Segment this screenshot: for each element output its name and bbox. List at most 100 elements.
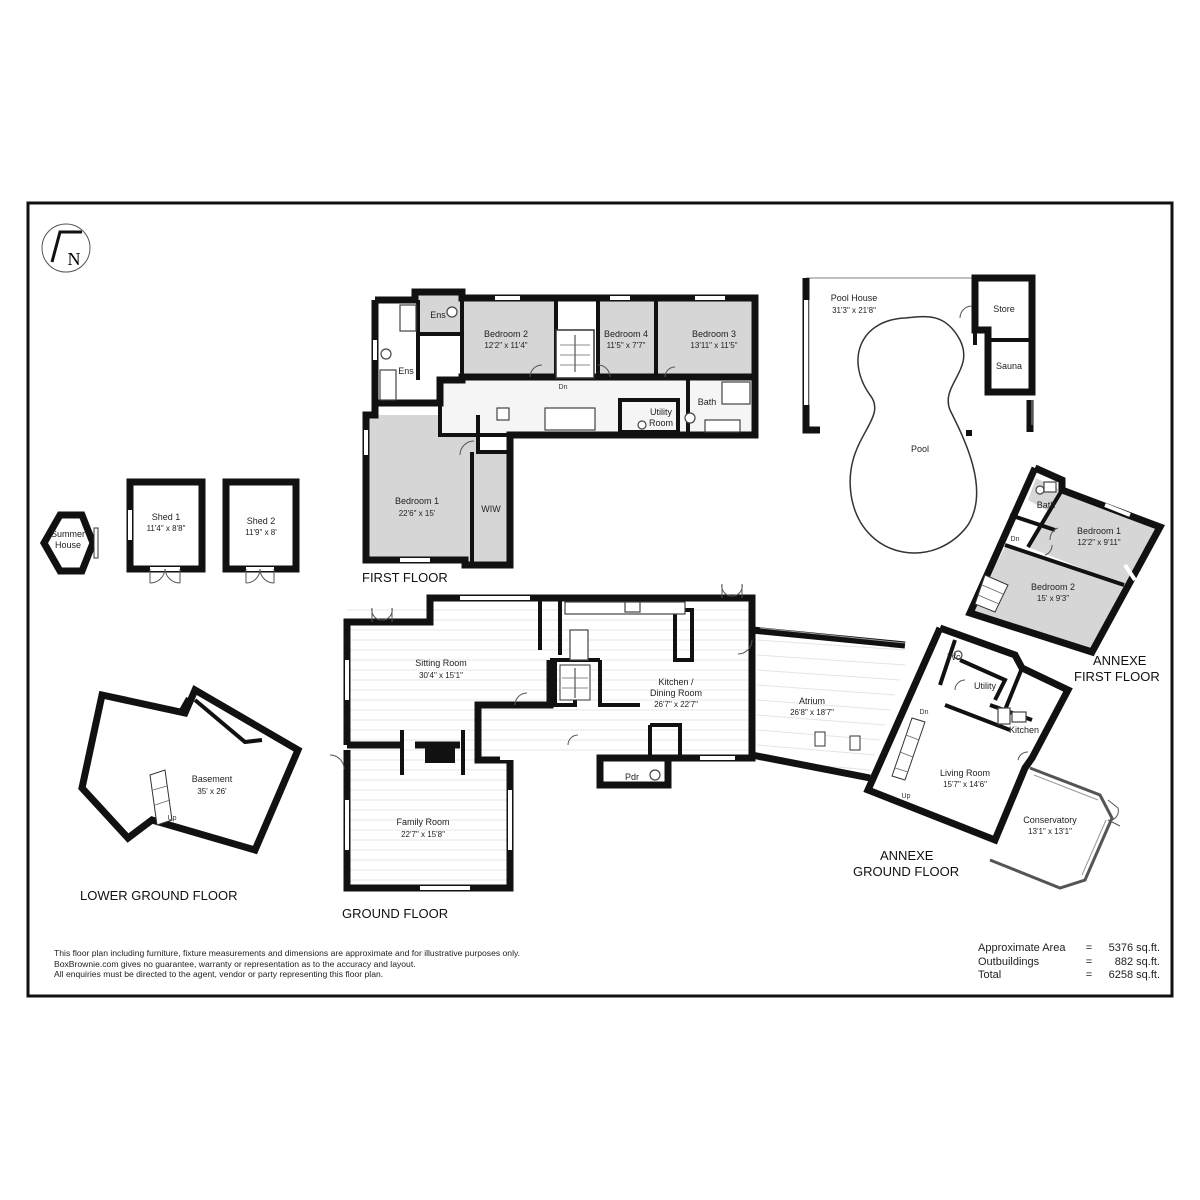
annexe-bedroom1-dim: 12'2" x 9'11" xyxy=(1077,538,1120,547)
bath-name: Bath xyxy=(698,397,717,407)
annexe-ground-up: Up xyxy=(902,793,911,800)
bedroom2-floor xyxy=(463,296,556,374)
bedroom4-name: Bedroom 4 xyxy=(604,329,648,339)
ground-floor-stairs xyxy=(559,664,591,701)
annexe-ground-label-2: GROUND FLOOR xyxy=(853,864,959,879)
living-room-name: Living Room xyxy=(940,768,990,778)
area-value: 882 sq.ft. xyxy=(1114,955,1160,968)
annexe-ground-dn: Dn xyxy=(920,709,929,716)
annexe-bedroom2-name: Bedroom 2 xyxy=(1031,582,1075,592)
ground-floor-plan xyxy=(329,583,906,892)
area-summary: Approximate Area = 5376 sq.ft. Outbuildi… xyxy=(978,942,1160,983)
shed2-name: Shed 2 xyxy=(247,516,276,526)
utility-room-name-1: Utility xyxy=(650,407,672,417)
bedroom1-floor xyxy=(368,415,478,563)
living-room-dim: 15'7" x 14'6" xyxy=(943,780,987,789)
area-eq: = xyxy=(1085,969,1093,981)
first-floor-label: FIRST FLOOR xyxy=(362,570,448,585)
annexe-ground-floor-plan xyxy=(863,624,1121,890)
annexe-first-floor-plan xyxy=(965,464,1165,657)
kitchen-dining-name-2: Dining Room xyxy=(650,688,702,698)
disclaimer: This floor plan including furniture, fix… xyxy=(54,948,614,980)
conservatory-dim: 13'1" x 13'1" xyxy=(1028,827,1072,836)
basement-name: Basement xyxy=(192,774,233,784)
first-floor-plan xyxy=(362,288,759,569)
annexe-first-label-1: ANNEXE xyxy=(1093,653,1147,668)
basement-up: Up xyxy=(168,815,177,822)
annexe-bedroom2-dim: 15' x 9'3" xyxy=(1037,594,1069,603)
pool-name: Pool xyxy=(911,444,929,454)
shed1-name: Shed 1 xyxy=(152,512,181,522)
bedroom3-floor xyxy=(656,296,753,378)
pool-house-plan xyxy=(802,274,1036,554)
bedroom2-name: Bedroom 2 xyxy=(484,329,528,339)
sitting-room-name: Sitting Room xyxy=(415,658,467,668)
ens-b-name: Ens xyxy=(398,366,414,376)
annexe-utility-name: Utility xyxy=(974,681,996,691)
bedroom4-dim: 11'5" x 7'7" xyxy=(607,341,646,350)
annexe-bedroom1-name: Bedroom 1 xyxy=(1077,526,1121,536)
bedroom4-floor xyxy=(598,296,656,374)
ens-a-name: Ens xyxy=(430,310,446,320)
family-room-dim: 22'7" x 15'8" xyxy=(401,830,445,839)
bedroom3-dim: 13'11" x 11'5" xyxy=(690,341,737,350)
shed1-plan xyxy=(126,478,206,584)
wc-name: Wc xyxy=(948,652,961,662)
family-room-name: Family Room xyxy=(396,817,449,827)
summer-house-name-1: Summer xyxy=(51,529,85,539)
shed2-plan xyxy=(222,478,300,584)
first-floor-stairs xyxy=(555,329,595,379)
area-label: Approximate Area xyxy=(978,942,1066,954)
wiw-floor xyxy=(472,452,512,563)
lower-ground-floor-label: LOWER GROUND FLOOR xyxy=(80,888,237,903)
area-value: 6258 sq.ft. xyxy=(1108,969,1160,981)
summer-house-plan xyxy=(39,511,99,575)
sauna-name: Sauna xyxy=(996,361,1022,371)
kitchen-dining-name-1: Kitchen / xyxy=(658,677,694,687)
area-value: 5376 sq.ft. xyxy=(1108,942,1160,954)
atrium-walls xyxy=(751,626,906,782)
shed1-dim: 11'4" x 8'8" xyxy=(147,524,186,533)
pool-house-dim: 31'3" x 21'8" xyxy=(832,306,876,315)
sitting-room-dim: 30'4" x 15'1" xyxy=(419,671,463,680)
area-eq: = xyxy=(1085,955,1093,968)
bedroom1-dim: 22'6" x 15' xyxy=(399,509,436,518)
bedroom3-name: Bedroom 3 xyxy=(692,329,736,339)
plan-frame xyxy=(26,201,1174,998)
disclaimer-line: BoxBrownie.com gives no guarantee, warra… xyxy=(54,958,416,969)
store-name: Store xyxy=(993,304,1015,314)
annexe-first-stairs xyxy=(974,574,1009,613)
north-arrow-icon: N xyxy=(41,223,91,273)
pdr-name: Pdr xyxy=(625,772,639,782)
area-label: Total xyxy=(978,969,1002,981)
shed2-dim: 11'9" x 8' xyxy=(245,528,277,537)
disclaimer-line: This floor plan including furniture, fix… xyxy=(54,948,521,958)
annexe-ground-walls xyxy=(863,624,1073,845)
compass-letter: N xyxy=(68,249,81,269)
bedroom2-dim: 12'2" x 11'4" xyxy=(484,341,527,350)
annexe-first-dn: Dn xyxy=(1011,536,1020,543)
annexe-first-label-2: FIRST FLOOR xyxy=(1074,669,1160,684)
area-label: Outbuildings xyxy=(978,955,1040,968)
annexe-kitchen-name: Kitchen xyxy=(1009,725,1039,735)
pool-house-name: Pool House xyxy=(831,293,878,303)
disclaimer-line: All enquiries must be directed to the ag… xyxy=(54,969,384,980)
first-floor-dn: Dn xyxy=(559,384,568,391)
lower-ground-floor-plan xyxy=(78,684,303,855)
annexe-first-walls xyxy=(965,464,1165,657)
annexe-bath-name: Bath xyxy=(1037,500,1056,510)
annexe-ground-label-1: ANNEXE xyxy=(880,848,934,863)
pool-shape xyxy=(849,315,978,554)
summer-house-name-2: House xyxy=(55,540,81,550)
area-row: Approximate Area = 5376 sq.ft. xyxy=(978,942,1160,956)
area-row: Outbuildings = 882 sq.ft. xyxy=(978,956,1160,970)
atrium-name: Atrium xyxy=(799,696,825,706)
atrium-dim: 26'8" x 18'7" xyxy=(790,708,834,717)
utility-room-name-2: Room xyxy=(649,418,673,428)
bedroom1-name: Bedroom 1 xyxy=(395,496,439,506)
annexe-ground-stairs xyxy=(891,717,926,781)
basement-walls xyxy=(78,684,303,855)
area-row: Total = 6258 sq.ft. xyxy=(978,969,1160,983)
ground-floor-walls xyxy=(343,594,756,789)
landing-floor xyxy=(440,380,755,435)
